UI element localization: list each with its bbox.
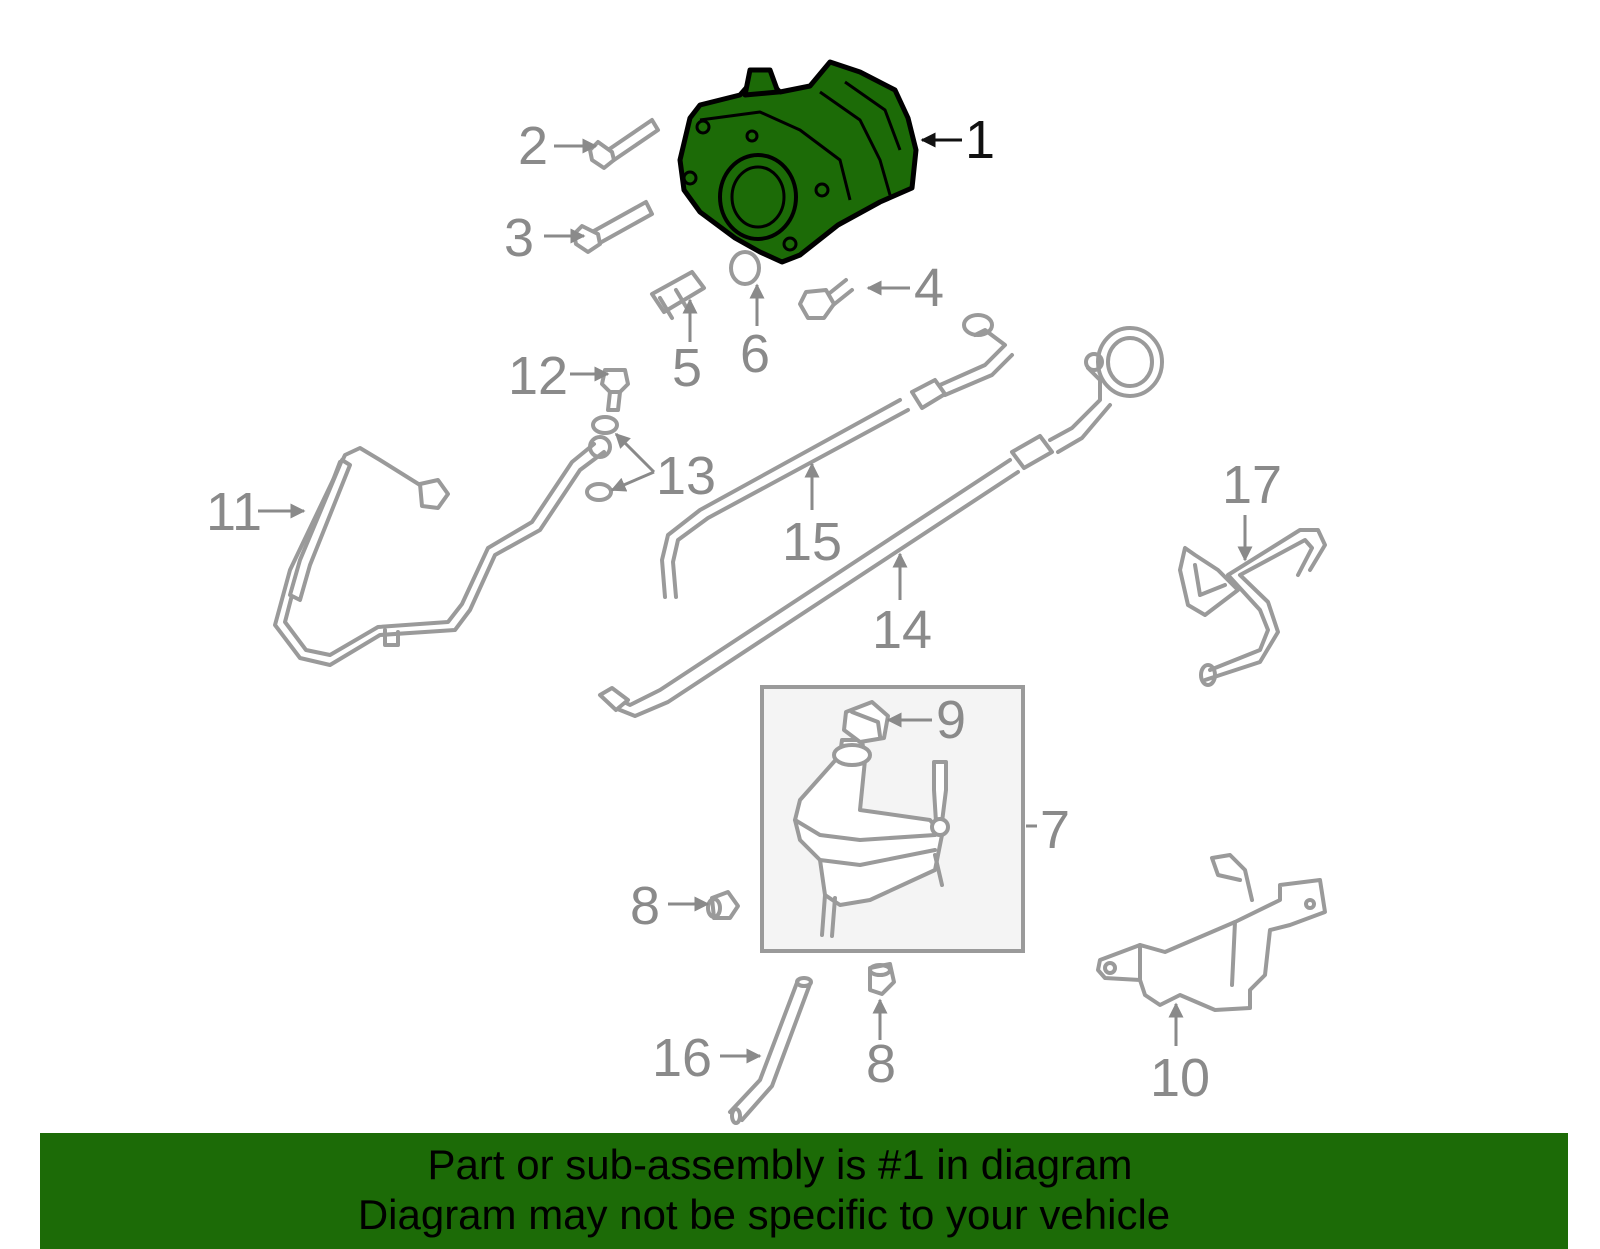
pressure-hose-part-14[interactable] bbox=[598, 326, 1164, 718]
callout-6: 6 bbox=[740, 324, 770, 384]
leader-lines bbox=[258, 132, 1253, 1064]
cooler-line-part-17[interactable] bbox=[1178, 528, 1327, 687]
callout-10: 10 bbox=[1150, 1048, 1210, 1108]
bracket-part-10[interactable] bbox=[1096, 853, 1327, 1012]
bolt-part-4[interactable] bbox=[798, 278, 854, 320]
callout-17: 17 bbox=[1222, 455, 1282, 515]
o-ring-part-6[interactable] bbox=[729, 250, 761, 286]
power-steering-pump-part-1[interactable] bbox=[677, 59, 919, 265]
banner-line-disclaimer: Diagram may not be specific to your vehi… bbox=[357, 1191, 1171, 1238]
bushing-part-8-bottom[interactable] bbox=[868, 962, 896, 996]
fitting-part-5[interactable] bbox=[650, 270, 706, 320]
callout-8-bottom: 8 bbox=[866, 1034, 896, 1094]
callout-14: 14 bbox=[872, 600, 932, 660]
callout-8-left: 8 bbox=[630, 876, 660, 936]
info-banner: Part or sub-assembly is #1 in diagram Di… bbox=[40, 1133, 1568, 1249]
callout-3: 3 bbox=[504, 208, 534, 268]
callout-7: 7 bbox=[1040, 800, 1070, 860]
banner-line-selected-part: Part or sub-assembly is #1 in diagram bbox=[427, 1141, 1133, 1188]
callout-15: 15 bbox=[782, 512, 842, 572]
reservoir-assembly-part-7[interactable] bbox=[760, 685, 1025, 953]
reservoir-cap-part-9[interactable] bbox=[842, 700, 890, 744]
callout-5: 5 bbox=[672, 338, 702, 398]
callout-13: 13 bbox=[656, 446, 716, 506]
callout-1: 1 bbox=[965, 110, 995, 170]
hose-part-16[interactable] bbox=[728, 976, 813, 1125]
return-hose-part-15[interactable] bbox=[660, 313, 1014, 599]
callout-12: 12 bbox=[508, 346, 568, 406]
callout-9: 9 bbox=[936, 690, 966, 750]
bolt-part-3[interactable] bbox=[572, 200, 654, 254]
callout-16: 16 bbox=[652, 1028, 712, 1088]
callout-2: 2 bbox=[518, 116, 548, 176]
callout-4: 4 bbox=[914, 258, 944, 318]
callout-11: 11 bbox=[206, 482, 262, 542]
bolt-part-2[interactable] bbox=[588, 118, 660, 170]
bushing-part-8-left[interactable] bbox=[706, 890, 740, 920]
washer-part-13[interactable] bbox=[585, 415, 619, 502]
pressure-line-part-11[interactable] bbox=[273, 435, 612, 667]
banjo-bolt-part-12[interactable] bbox=[600, 368, 630, 412]
